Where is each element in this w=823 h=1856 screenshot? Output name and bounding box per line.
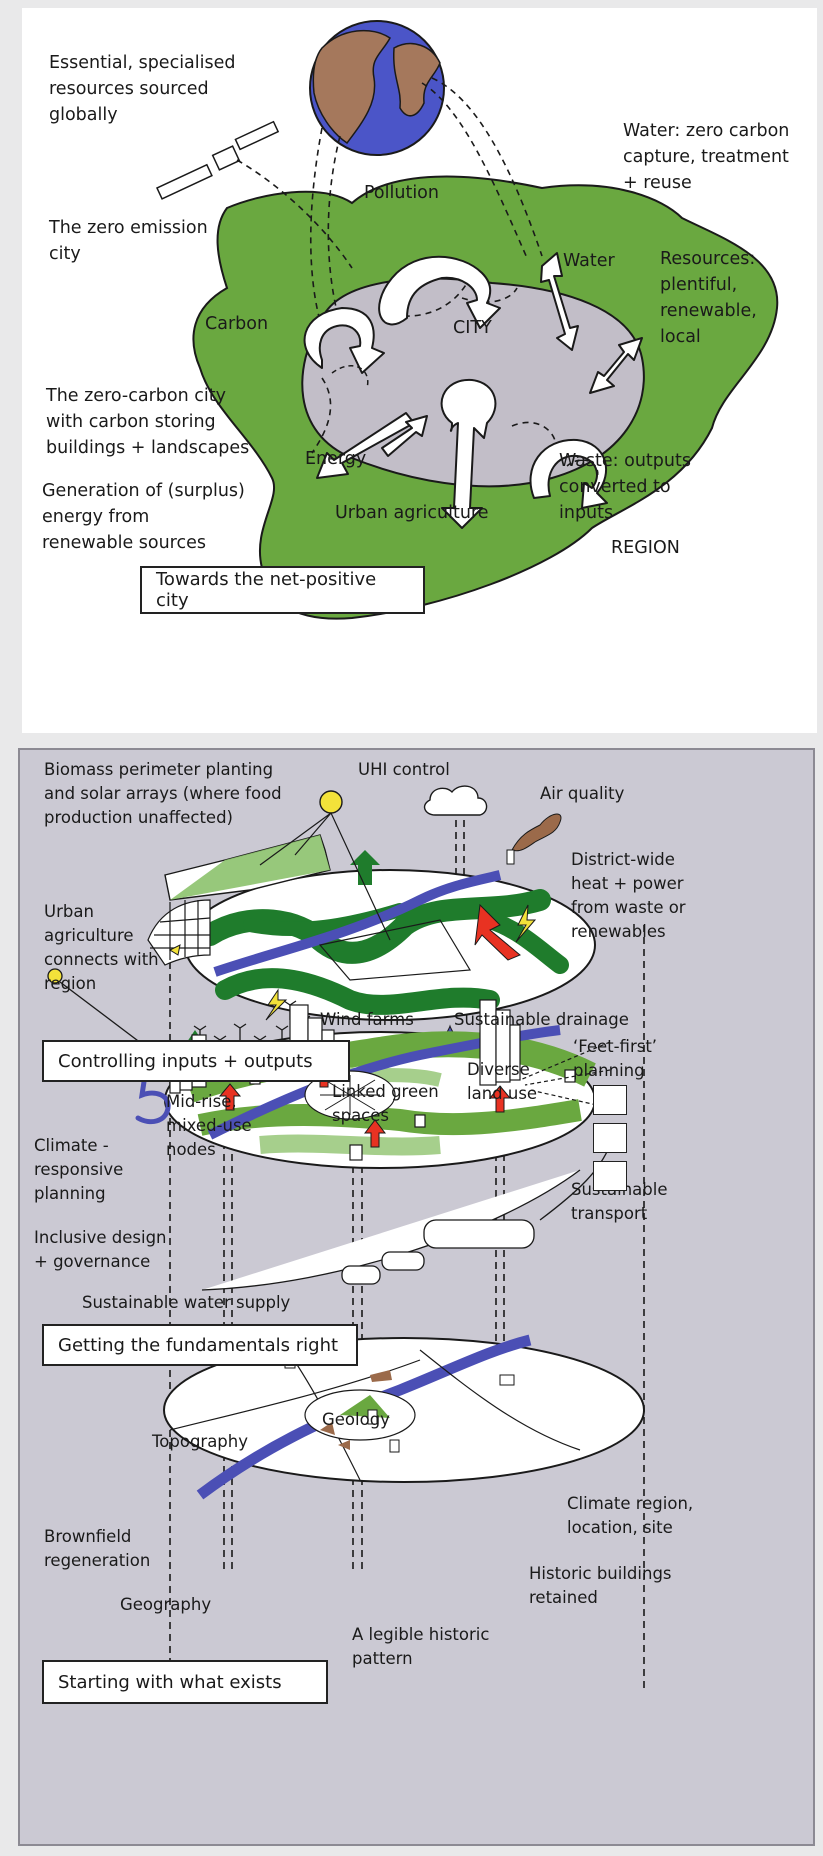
solar-array-icon (147, 899, 211, 966)
label-carbon: Carbon (205, 314, 269, 334)
globe-icon (309, 20, 445, 156)
label-inclusive-design: Inclusive design + governance (34, 1228, 167, 1271)
climate-sun-icon (47, 968, 63, 984)
label-zero-carbon-city: The zero-carbon city with carbon storing… (46, 386, 250, 458)
label-water-zero-carbon: Water: zero carbon capture, treatment + … (623, 121, 790, 193)
label-feet-first: ‘Feet-first’ planning (573, 1037, 658, 1080)
sun-icon (319, 790, 343, 814)
label-pollution: Pollution (364, 183, 439, 203)
train-icon (201, 1144, 611, 1291)
label-historic-buildings: Historic buildings retained (529, 1564, 672, 1607)
label-generation: Generation of (surplus) energy from rene… (42, 481, 245, 553)
label-linked-green-spaces: Linked green spaces (332, 1082, 439, 1125)
label-uhi-control: UHI control (358, 760, 450, 779)
label-air-quality: Air quality (540, 784, 625, 803)
lightning-icon (515, 904, 537, 943)
number-five-icon (135, 1072, 171, 1125)
label-geography: Geography (120, 1595, 212, 1614)
bicycle-icon (593, 1123, 627, 1153)
label-geology: Geology (322, 1410, 390, 1429)
label-water: Water (563, 251, 615, 271)
label-midrise-nodes: Mid-rise, mixed-use nodes (166, 1092, 252, 1159)
label-biomass: Biomass perimeter planting and solar arr… (44, 760, 282, 827)
box-controlling-inputs: Controlling inputs + outputs (42, 1040, 350, 1082)
city-layers-diagram: Biomass perimeter planting and solar arr… (18, 748, 815, 1846)
label-energy: Energy (305, 449, 367, 469)
bus-icon (593, 1161, 627, 1191)
label-brownfield: Brownfield regeneration (44, 1527, 151, 1570)
label-essential-resources: Essential, specialised resources sourced… (49, 53, 236, 125)
net-positive-city-drawing (155, 20, 779, 620)
label-city: CITY (453, 318, 492, 338)
label-topography: Topography (152, 1432, 249, 1451)
box-getting-fundamentals: Getting the fundamentals right (42, 1324, 358, 1366)
label-diverse-land-use: Diverse land use (467, 1060, 538, 1103)
label-urban-agriculture-region: Urban agriculture connects with region (44, 902, 159, 993)
layer-existing-disc (163, 1334, 645, 1500)
label-sustainable-drainage: Sustainable drainage (454, 1010, 629, 1029)
cloud-icon (423, 785, 488, 816)
label-sustainable-water-supply: Sustainable water supply (82, 1293, 291, 1312)
net-positive-city-diagram: Essential, specialised resources sourced… (22, 8, 817, 733)
label-urban-agriculture: Urban agriculture (335, 503, 489, 523)
label-wind-farms: Wind farms (320, 1010, 414, 1029)
box-starting-with-what-exists: Starting with what exists (42, 1660, 328, 1704)
label-climate-responsive: Climate - responsive planning (34, 1136, 124, 1203)
caption-net-positive-city: Towards the net-positive city (140, 566, 425, 614)
label-waste: Waste: outputs converted to inputs (559, 451, 691, 523)
walking-icon (593, 1085, 627, 1115)
label-legible-pattern: A legible historic pattern (352, 1625, 490, 1668)
label-climate-region: Climate region, location, site (567, 1494, 694, 1537)
satellite-icon (155, 120, 280, 200)
layer-controlling-disc (184, 850, 596, 1050)
label-district-heat: District-wide heat + power from waste or… (571, 850, 686, 941)
label-region: REGION (611, 538, 680, 558)
label-resources: Resources: plentiful, renewable, local (660, 249, 757, 347)
label-zero-emission-city: The zero emission city (49, 218, 208, 264)
smoke-icon (511, 813, 562, 852)
